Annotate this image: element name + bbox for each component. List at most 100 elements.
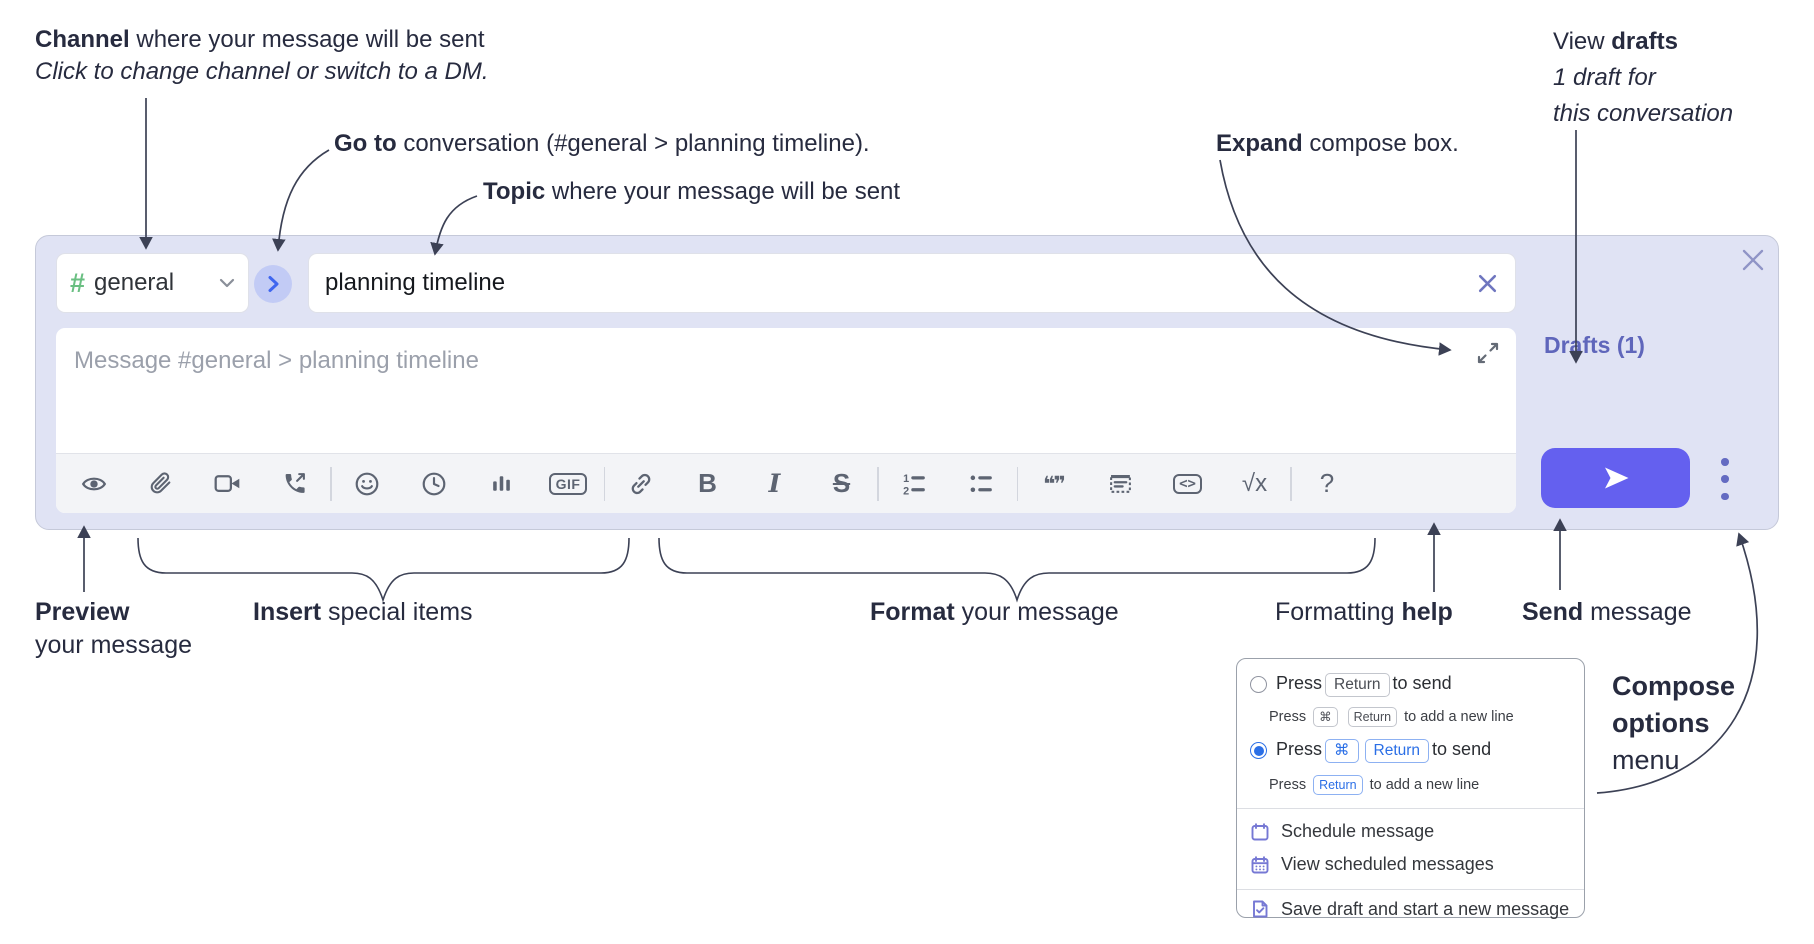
annotation-channel-bold: Channel xyxy=(35,26,130,53)
bold-button[interactable]: B xyxy=(674,454,741,514)
toolbar-divider xyxy=(877,466,879,501)
calendar-icon xyxy=(1250,822,1270,842)
attach-file-button[interactable] xyxy=(127,454,194,514)
gif-button[interactable]: GIF xyxy=(535,454,602,514)
radio-selected-icon[interactable] xyxy=(1250,742,1267,759)
menu-divider xyxy=(1237,889,1584,890)
video-call-button[interactable] xyxy=(194,454,261,514)
newline-label: to add a new line xyxy=(1369,776,1480,793)
annotation-channel-rest: where your message will be sent xyxy=(129,26,485,53)
bullet-list-button[interactable] xyxy=(948,454,1015,514)
link-button[interactable] xyxy=(607,454,674,514)
poll-button[interactable] xyxy=(468,454,535,514)
compose-box: # general planning timeline Message #gen… xyxy=(35,235,1779,530)
press-label: Press xyxy=(1269,776,1307,793)
italic-icon: I xyxy=(768,469,781,498)
annotation-expand-rest: compose box. xyxy=(1302,130,1459,157)
question-mark-icon: ? xyxy=(1319,468,1335,498)
channel-selector[interactable]: # general xyxy=(56,253,249,313)
annotation-goto-rest: conversation (#general > planning timeli… xyxy=(396,130,870,157)
spoiler-button[interactable] xyxy=(1087,454,1154,514)
drafts-link[interactable]: Drafts (1) xyxy=(1544,332,1645,358)
toolbar-divider xyxy=(1290,466,1292,501)
radio-unselected-icon[interactable] xyxy=(1250,676,1267,693)
clear-topic-icon[interactable] xyxy=(1476,272,1499,295)
quote-button[interactable]: ❝❞ xyxy=(1020,454,1087,514)
message-textarea[interactable]: Message #general > planning timeline xyxy=(56,328,1516,453)
menu-item-save-draft[interactable]: Save draft and start a new message xyxy=(1237,890,1584,928)
math-icon: √x xyxy=(1241,469,1268,497)
menu-item-label: Save draft and start a new message xyxy=(1281,898,1570,919)
formatting-help-button[interactable]: ? xyxy=(1294,454,1361,514)
voice-call-button[interactable] xyxy=(261,454,328,514)
annotation-send-bold: Send xyxy=(1522,598,1584,626)
link-icon xyxy=(631,473,650,494)
menu-item-schedule-message[interactable]: Schedule message xyxy=(1237,815,1584,848)
code-button[interactable]: <> xyxy=(1154,454,1221,514)
annotation-format: Format your message xyxy=(870,596,1119,629)
video-camera-icon xyxy=(214,475,240,492)
annotation-format-bold: Format xyxy=(870,598,955,626)
annotation-preview-line2: your message xyxy=(35,631,193,659)
italic-button[interactable]: I xyxy=(741,454,808,514)
annotation-compose-line2: options xyxy=(1612,708,1710,738)
brace-insert xyxy=(137,537,630,603)
annotation-insert: Insert special items xyxy=(253,596,473,629)
time-button[interactable] xyxy=(401,454,468,514)
channel-name: general xyxy=(94,269,175,296)
clock-icon xyxy=(422,472,446,495)
topic-value: planning timeline xyxy=(325,269,506,296)
strikethrough-button[interactable]: S xyxy=(808,454,875,514)
paperclip-icon xyxy=(150,472,171,494)
press-label: Press xyxy=(1269,708,1307,725)
annotation-format-rest: your message xyxy=(954,598,1119,626)
math-button[interactable]: √x xyxy=(1221,454,1288,514)
kbd-return: Return xyxy=(1364,738,1430,763)
annotation-expand: Expand compose box. xyxy=(1216,128,1459,160)
menu-divider xyxy=(1237,808,1584,809)
message-compose-area: Message #general > planning timeline xyxy=(56,328,1516,513)
annotation-insert-rest: special items xyxy=(321,598,473,626)
emoji-button[interactable] xyxy=(334,454,401,514)
channel-hash-icon: # xyxy=(70,267,86,298)
to-send-label: to send xyxy=(1432,738,1492,759)
numbered-list-button[interactable]: 1 2 xyxy=(881,454,948,514)
svg-text:2: 2 xyxy=(903,485,909,497)
annotation-compose-line3: menu xyxy=(1612,745,1680,775)
annotation-help-bold: help xyxy=(1401,598,1453,626)
compose-toolbar: GIF B I S xyxy=(56,453,1516,513)
expand-compose-icon[interactable] xyxy=(1476,341,1500,365)
annotation-drafts: View drafts 1 draft for this conversatio… xyxy=(1553,24,1733,132)
annotation-channel-italic: Click to change channel or switch to a D… xyxy=(35,58,489,85)
press-label: Press xyxy=(1276,672,1323,693)
ellipsis-dot xyxy=(1721,458,1729,466)
compose-options-button[interactable] xyxy=(1714,458,1736,500)
annotation-channel: Channel where your message will be sent … xyxy=(35,24,489,88)
close-compose-icon[interactable] xyxy=(1738,245,1768,275)
send-button[interactable] xyxy=(1541,448,1690,508)
send-icon xyxy=(1604,467,1628,489)
code-icon: <> xyxy=(1173,473,1202,494)
annotation-send: Send message xyxy=(1522,596,1692,629)
ellipsis-dot xyxy=(1721,492,1729,500)
send-option-cmd-return-sub: Press Return to add a new line xyxy=(1237,769,1584,800)
chevron-down-icon xyxy=(219,278,235,288)
annotation-topic-bold: Topic xyxy=(483,178,546,205)
preview-button[interactable] xyxy=(60,454,127,514)
toolbar-divider xyxy=(330,466,332,501)
topic-input[interactable]: planning timeline xyxy=(308,253,1516,313)
menu-item-label: View scheduled messages xyxy=(1281,854,1494,874)
annotation-compose-line1: Compose xyxy=(1612,671,1736,701)
annotation-drafts-bold: drafts xyxy=(1611,28,1678,55)
message-placeholder: Message #general > planning timeline xyxy=(74,347,479,374)
newline-label: to add a new line xyxy=(1404,708,1514,725)
annotation-preview-bold: Preview xyxy=(35,598,130,626)
menu-item-view-scheduled[interactable]: View scheduled messages xyxy=(1237,848,1584,881)
go-to-conversation-button[interactable] xyxy=(254,265,292,303)
svg-text:1: 1 xyxy=(903,472,909,484)
kbd-return: Return xyxy=(1313,774,1363,795)
numbered-list-icon: 1 2 xyxy=(903,472,925,497)
